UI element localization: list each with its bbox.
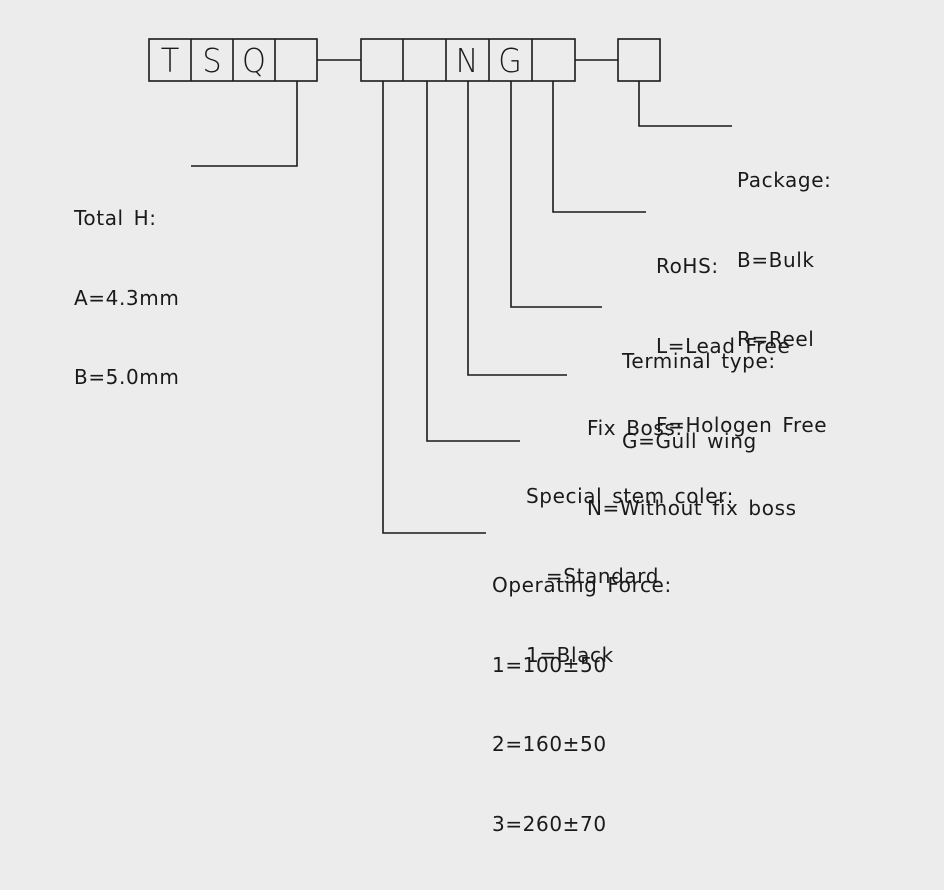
callout-package: Package: B=Bulk R=Reel	[737, 114, 831, 406]
leader-total-h	[191, 81, 298, 167]
callout-stem-color-option: =Standard	[526, 563, 660, 588]
callout-total-h-option: B=5.0mm	[74, 365, 180, 389]
callout-total-h-option: A=4.3mm	[74, 285, 180, 310]
leader-operating-force	[382, 81, 486, 534]
callout-operating-force-title: Operating Force:	[492, 573, 672, 597]
callout-package-option: R=Reel	[737, 327, 815, 351]
code-box-4	[277, 39, 316, 81]
leader-package	[638, 81, 732, 127]
code-box-3: Q	[242, 40, 266, 80]
callout-rohs-option: L=Lead Free	[656, 333, 791, 358]
code-box-6	[405, 39, 444, 81]
callout-package-option: B=Bulk	[737, 247, 815, 272]
callout-stem-color-title: Special stem coler:	[526, 484, 734, 508]
code-box-10	[620, 39, 659, 81]
callout-operating-force: Operating Force: 1=100±50 2=160±50 3=260…	[492, 519, 672, 890]
callout-package-title: Package:	[737, 168, 832, 192]
callout-terminal-type-title: Terminal type:	[622, 349, 776, 373]
part-number-diagram: T S Q N G Total H: A=4.3mm B=5.0mm Packa…	[74, 38, 831, 836]
callout-operating-force-option: 3=260±70	[492, 811, 607, 836]
callout-terminal-type: Terminal type: G=Gull wing	[622, 295, 776, 507]
callout-fix-boss: Fix Boss: N=Without fix boss	[587, 362, 797, 574]
leader-stem-color	[426, 81, 520, 442]
callout-fix-boss-option: N=Without fix boss	[587, 495, 797, 520]
code-box-8: G	[498, 40, 522, 80]
callout-rohs-option: F=Hologen Free	[656, 413, 828, 437]
callout-operating-force-option: 1=100±50	[492, 652, 607, 677]
leader-rohs	[552, 81, 646, 213]
leader-fix-boss	[467, 81, 567, 376]
code-box-1: T	[160, 40, 180, 80]
code-box-9	[534, 39, 573, 81]
callout-fix-boss-title: Fix Boss:	[587, 416, 683, 440]
callout-total-h-title: Total H:	[74, 206, 157, 230]
code-box-7: N	[455, 40, 479, 80]
leader-terminal	[510, 81, 602, 308]
code-box-5	[363, 39, 402, 81]
callout-rohs: RoHS: L=Lead Free F=Hologen Free	[656, 200, 827, 492]
callout-operating-force-option: 2=160±50	[492, 732, 607, 756]
code-box-2: S	[202, 40, 222, 80]
callout-terminal-type-option: G=Gull wing	[622, 428, 757, 453]
callout-rohs-title: RoHS:	[656, 254, 719, 278]
connector-lines	[148, 38, 732, 534]
callout-total-h: Total H: A=4.3mm B=5.0mm	[74, 152, 179, 444]
